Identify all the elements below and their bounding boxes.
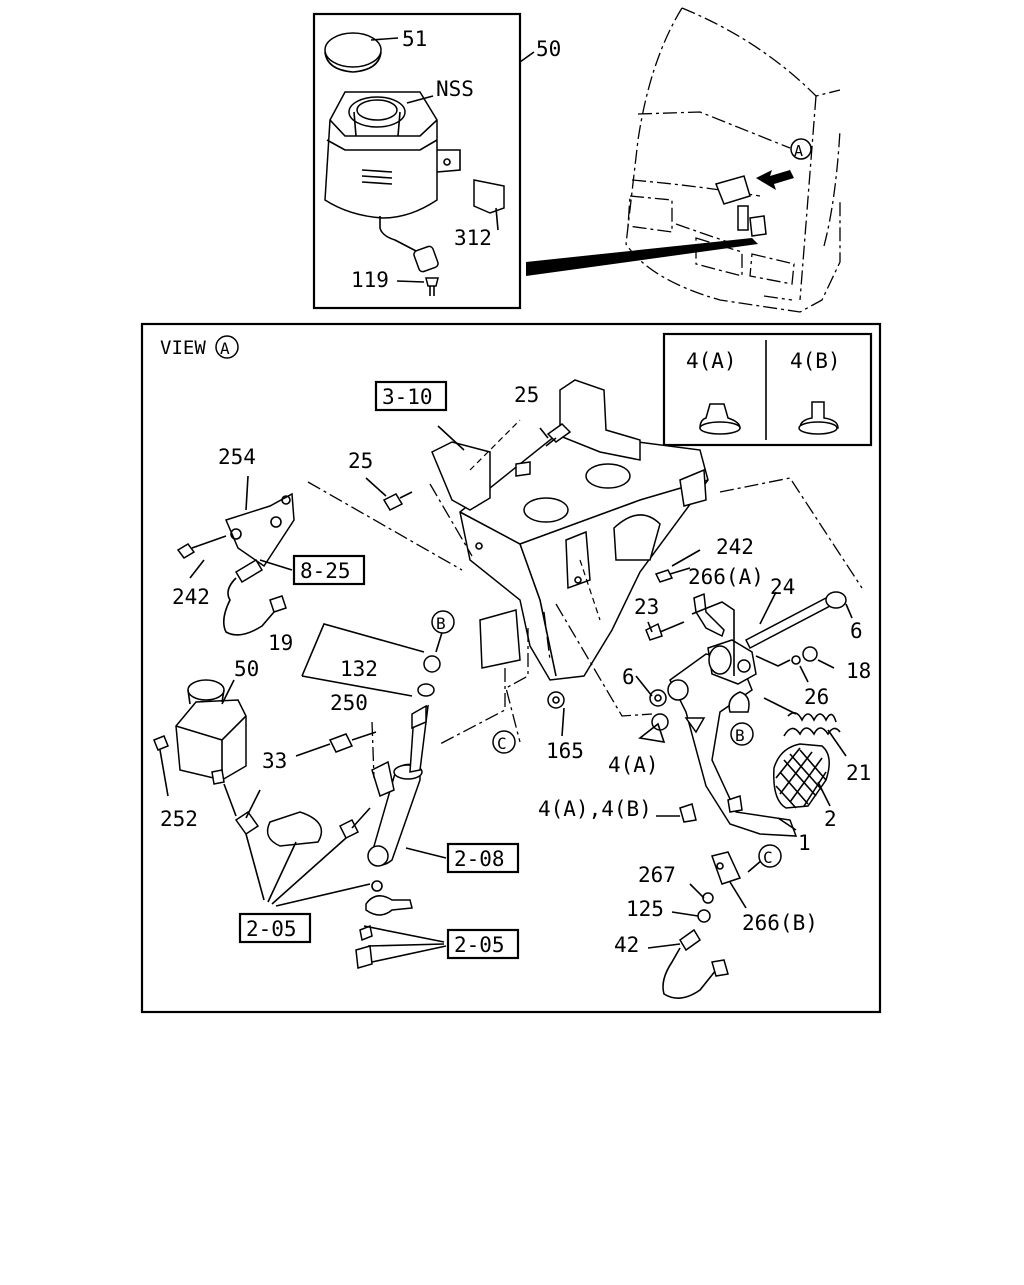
label-250: 250 xyxy=(330,691,368,715)
label-266b: 266(B) xyxy=(742,911,818,935)
label-6-mid: 6 xyxy=(622,665,635,689)
ref-box-8-25: 8-25 xyxy=(300,559,351,583)
label-254: 254 xyxy=(218,445,256,469)
variant-label-4a: 4(A) xyxy=(686,349,737,373)
callout-c-right: C xyxy=(763,848,773,867)
callout-b-top: B xyxy=(436,614,446,633)
label-25-left: 25 xyxy=(348,449,373,473)
label-25-top: 25 xyxy=(514,383,539,407)
label-42: 42 xyxy=(614,933,639,957)
bolt-25-parts xyxy=(382,423,572,511)
label-242-right: 242 xyxy=(716,535,754,559)
label-2: 2 xyxy=(824,807,837,831)
part-labels: 25 25 254 242 242 266(A) 24 23 6 18 19 1… xyxy=(160,383,871,957)
ref-box-2-05-left: 2-05 xyxy=(246,917,297,941)
label-4a-4b: 4(A),4(B) xyxy=(538,797,652,821)
variant-box: 4(A) 4(B) xyxy=(662,332,873,447)
label-26: 26 xyxy=(804,685,829,709)
pedal-bracket-part xyxy=(431,379,709,681)
callout-b-mid: B xyxy=(735,726,745,745)
label-267: 267 xyxy=(638,863,676,887)
label-119: 119 xyxy=(351,268,389,292)
label-6-right: 6 xyxy=(850,619,863,643)
routing-lines xyxy=(159,425,863,963)
label-165: 165 xyxy=(546,739,584,763)
label-21: 21 xyxy=(846,761,871,785)
label-23: 23 xyxy=(634,595,659,619)
view-a-frame xyxy=(140,322,882,1014)
ref-box-2-08: 2-08 xyxy=(454,847,505,871)
view-a-title: VIEW xyxy=(160,337,206,359)
switch-bracket-254 xyxy=(176,492,295,636)
reservoir-lower-part xyxy=(153,679,247,785)
callout-c-left: C xyxy=(497,734,507,753)
label-18: 18 xyxy=(846,659,871,683)
label-252: 252 xyxy=(160,807,198,831)
pedal-pad-part xyxy=(773,743,830,809)
label-1: 1 xyxy=(798,831,811,855)
variant-label-4b: 4(B) xyxy=(790,349,841,373)
reservoir-tank-part xyxy=(324,91,461,273)
label-125: 125 xyxy=(626,897,664,921)
ref-box-3-10: 3-10 xyxy=(382,385,433,409)
label-24: 24 xyxy=(770,575,795,599)
label-33: 33 xyxy=(262,749,287,773)
reservoir-inset: 51 NSS 50 312 119 xyxy=(312,12,561,310)
label-nss: NSS xyxy=(436,77,474,101)
label-312: 312 xyxy=(454,226,492,250)
label-51: 51 xyxy=(402,27,427,51)
truck-cab-sketch: A xyxy=(625,7,841,313)
label-19: 19 xyxy=(268,631,293,655)
master-cylinder-part xyxy=(328,655,441,867)
view-a-marker-top: A xyxy=(794,142,803,160)
label-132: 132 xyxy=(340,657,378,681)
pedal-arm-part xyxy=(667,639,798,837)
ref-boxes: 3-10 8-25 2-08 2-05 2-05 xyxy=(238,380,520,960)
switch-assembly-right xyxy=(662,851,742,999)
hose-parts xyxy=(223,783,371,847)
reservoir-cap-part xyxy=(324,32,382,68)
ref-box-2-05-right: 2-05 xyxy=(454,933,505,957)
bracket-part xyxy=(473,179,505,214)
circled-callouts: B B C C xyxy=(431,610,782,868)
pointer-wedge xyxy=(526,238,758,276)
label-50-top: 50 xyxy=(536,37,561,61)
label-242-left: 242 xyxy=(172,585,210,609)
label-266a: 266(A) xyxy=(688,565,764,589)
pin-spring-parts xyxy=(547,567,847,823)
label-50-lower: 50 xyxy=(234,657,259,681)
view-a-marker: A xyxy=(220,339,230,358)
label-4a: 4(A) xyxy=(608,753,659,777)
